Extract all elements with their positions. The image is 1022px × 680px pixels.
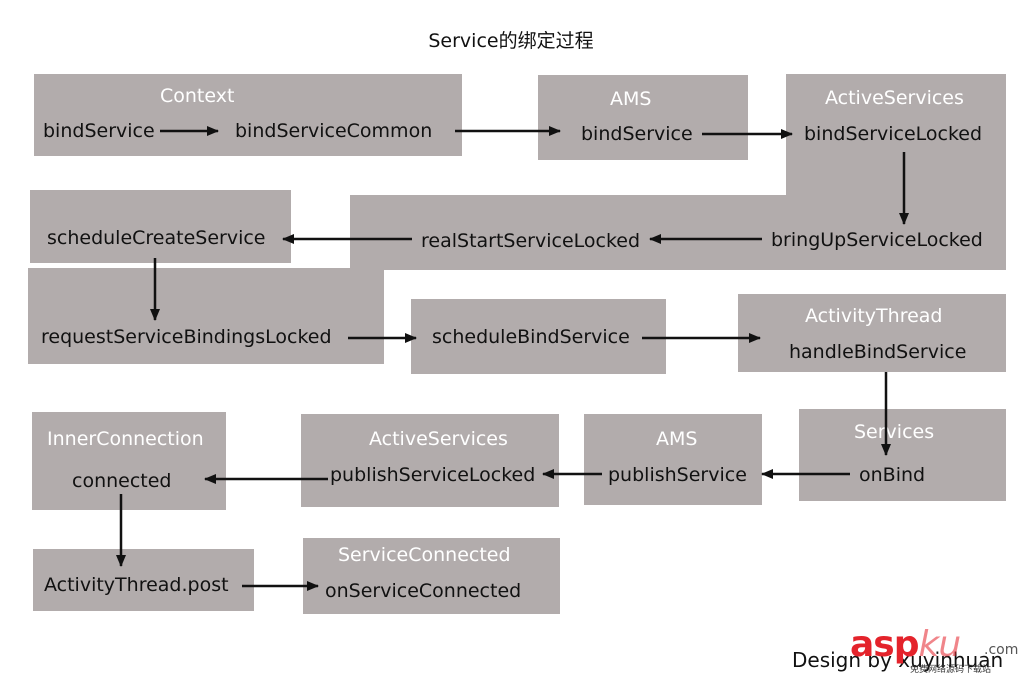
activeservices2-title: ActiveServices <box>369 428 508 450</box>
realstartservicelocked-label: realStartServiceLocked <box>421 230 641 252</box>
requestbindings-box <box>28 268 384 364</box>
ams-box <box>538 75 748 160</box>
watermark-logo: aspku .com 免费网络源码下载站 <box>850 624 1020 678</box>
services-title: Services <box>854 421 935 443</box>
watermark-tagline: 免费网络源码下载站 <box>910 665 992 675</box>
activeservices2-box <box>301 414 559 507</box>
requestservicebindingslocked-label: requestServiceBindingsLocked <box>41 326 332 348</box>
serviceconnected-title: ServiceConnected <box>338 544 511 566</box>
context-box <box>34 74 462 156</box>
publishservicelocked-label: publishServiceLocked <box>330 464 536 486</box>
context-title: Context <box>160 85 235 107</box>
ams2-box <box>584 414 762 505</box>
watermark-brand: aspku <box>850 624 961 665</box>
activeservices-title: ActiveServices <box>825 87 964 109</box>
activitythread-title: ActivityThread <box>805 305 943 327</box>
schedulebind-box <box>411 299 666 374</box>
onbind-label: onBind <box>859 464 926 486</box>
activeservices-box-band <box>350 195 1006 270</box>
bindservicelocked-label: bindServiceLocked <box>804 123 983 145</box>
serviceconnected-box <box>303 538 560 614</box>
ams-bindservice-label: bindService <box>581 123 693 145</box>
handlebindservice-label: handleBindService <box>789 341 967 363</box>
connected-label: connected <box>72 470 172 492</box>
schedulecreate-box <box>30 190 291 263</box>
designer-credit: Design by xuyinhuan <box>792 648 1004 672</box>
bringupservicelocked-label: bringUpServiceLocked <box>771 229 983 251</box>
context-bindservice-label: bindService <box>43 120 155 142</box>
watermark-domain: .com <box>984 642 1019 658</box>
publishservice-label: publishService <box>608 464 747 486</box>
activitythread-box <box>738 294 1006 372</box>
activitythread-post-label: ActivityThread.post <box>44 574 229 596</box>
innerconnection-box <box>32 412 226 510</box>
ams-title: AMS <box>610 88 652 110</box>
context-bindservicecommon-label: bindServiceCommon <box>235 120 433 142</box>
innerconnection-title: InnerConnection <box>47 428 204 450</box>
activitythread-post-box <box>33 549 254 611</box>
schedulebindservice-label: scheduleBindService <box>432 326 630 348</box>
onserviceconnected-label: onServiceConnected <box>325 580 522 602</box>
schedulecreateservice-label: scheduleCreateService <box>47 227 266 249</box>
diagram-title: Service的绑定过程 <box>428 30 594 52</box>
services-box <box>799 409 1006 501</box>
ams2-title: AMS <box>656 428 698 450</box>
